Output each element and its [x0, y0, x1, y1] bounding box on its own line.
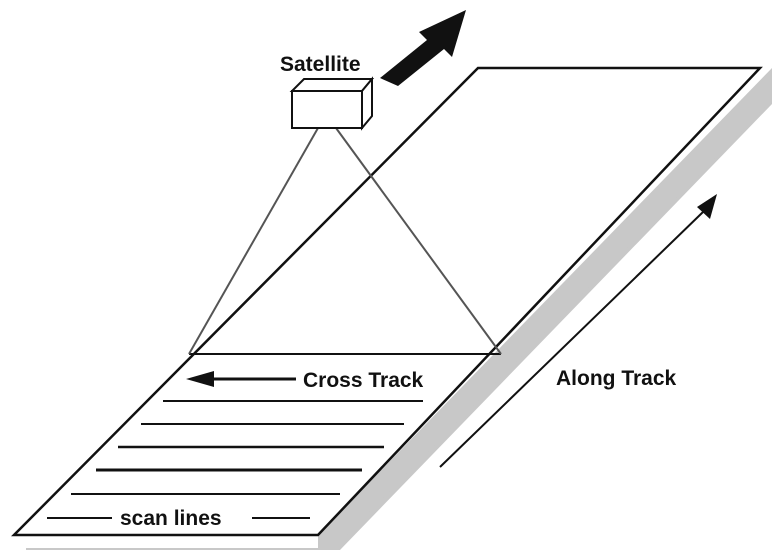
- along-track-arrow: [439, 194, 717, 468]
- ground-strip-shadow-side: [318, 68, 772, 548]
- scan-lines: [47, 400, 423, 519]
- ground-strip: [10, 66, 763, 537]
- field-of-view-left: [188, 127, 319, 355]
- field-of-view-right: [335, 127, 502, 355]
- cross-track-label: Cross Track: [303, 369, 424, 392]
- satellite-box: [289, 76, 375, 131]
- along-track-label: Along Track: [556, 367, 677, 390]
- satellite-label: Satellite: [280, 53, 361, 76]
- scan-lines-label: scan lines: [120, 507, 222, 530]
- cross-track-arrow: [186, 371, 296, 387]
- satellite-motion-arrow: [380, 10, 466, 86]
